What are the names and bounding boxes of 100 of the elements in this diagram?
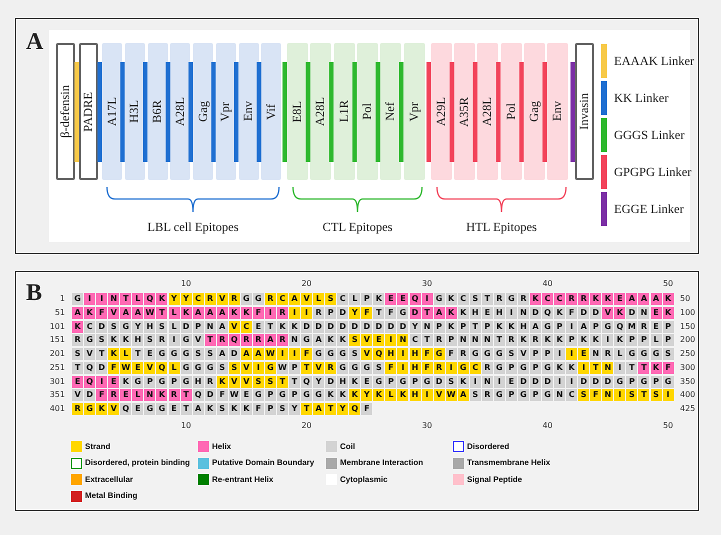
residue-tile: R: [252, 334, 264, 346]
residue-tile: V: [361, 334, 372, 346]
residue-tile: A: [252, 348, 264, 360]
residue-tile: A: [264, 334, 276, 346]
residue-tile: P: [530, 348, 541, 360]
residue-tile: A: [626, 293, 638, 305]
residue-tile: F: [252, 403, 264, 415]
residue-tile: E: [373, 334, 384, 346]
residue-tile: G: [252, 293, 264, 305]
residue-tile: K: [325, 334, 336, 346]
residue-tile: Q: [120, 403, 132, 415]
residue-tile: S: [144, 334, 156, 346]
residue-tile: K: [590, 334, 602, 346]
residue-tile: P: [144, 376, 156, 388]
residue-number: 350: [680, 376, 696, 386]
epitope-label: Pol: [360, 103, 375, 120]
panel-letter: B: [26, 280, 42, 306]
residue-tile: Q: [144, 293, 156, 305]
residue-tile: G: [301, 334, 312, 346]
residue-tile: D: [96, 320, 108, 332]
residue-tile: S: [506, 348, 517, 360]
residue-tile: I: [397, 348, 408, 360]
residue-tile: D: [530, 376, 541, 388]
residue-tile: S: [626, 389, 638, 402]
protein-label: Invasin: [577, 93, 592, 130]
residue-tile: T: [120, 293, 132, 305]
residue-tile: R: [458, 348, 469, 360]
residue-tile: A: [530, 320, 541, 332]
residue-tile: Q: [410, 293, 420, 305]
residue-tile: G: [470, 348, 481, 360]
residue-tile: V: [108, 306, 120, 319]
residue-tile: C: [410, 334, 420, 346]
residue-tile: K: [518, 334, 529, 346]
epitope-box: [477, 43, 498, 180]
epitope-label: Env: [550, 101, 565, 122]
residue-tile: R: [313, 306, 324, 319]
epitope-label: A28L: [313, 96, 328, 126]
residue-tile: G: [373, 376, 384, 388]
residue-tile: R: [276, 334, 288, 346]
residue-tile: D: [325, 376, 336, 388]
epitope-box: [238, 43, 258, 180]
residue-tile: A: [578, 320, 590, 332]
residue-number: 151: [50, 335, 65, 346]
residue-tile: S: [650, 389, 662, 402]
residue-tile: P: [264, 389, 276, 402]
position-tick-label: 20: [301, 279, 312, 289]
residue-tile: T: [301, 362, 312, 374]
residue-tile: D: [325, 320, 336, 332]
epitope-box: [170, 43, 190, 180]
residue-tile: D: [397, 320, 408, 332]
residue-tile: R: [72, 334, 84, 346]
residue-tile: D: [313, 320, 324, 332]
residue-tile: N: [602, 362, 614, 374]
epitope-label: L1R: [336, 100, 352, 123]
residue-tile: A: [132, 306, 144, 319]
residue-tile: D: [337, 320, 348, 332]
residue-tile: G: [542, 389, 554, 402]
residue-tile: L: [132, 389, 144, 402]
residue-tile: D: [84, 389, 96, 402]
residue-tile: N: [458, 334, 469, 346]
residue-tile: W: [120, 362, 132, 374]
residue-tile: A: [638, 293, 650, 305]
legend-label: Signal Peptide: [467, 474, 522, 484]
group-label: CTL Epitopes: [322, 219, 392, 235]
residue-tile: P: [638, 334, 650, 346]
residue-tile: G: [638, 348, 650, 360]
epitope-label: Gag: [196, 101, 210, 122]
residue-tile: G: [337, 362, 348, 374]
epitope-label: E8L: [290, 100, 305, 122]
residue-tile: G: [434, 348, 445, 360]
residue-tile: K: [72, 320, 84, 332]
residue-tile: E: [614, 293, 626, 305]
residue-tile: P: [554, 320, 566, 332]
protein-box: [575, 43, 594, 180]
residue-tile: R: [72, 403, 84, 415]
residue-tile: A: [650, 293, 662, 305]
residue-tile: T: [325, 403, 336, 415]
residue-tile: N: [482, 334, 493, 346]
epitope-box: [148, 43, 168, 180]
epitope-box: [547, 43, 568, 180]
residue-tile: P: [325, 306, 336, 319]
residue-tile: K: [108, 334, 120, 346]
residue-tile: T: [373, 306, 384, 319]
residue-tile: V: [301, 293, 312, 305]
epitope-label: Pol: [504, 103, 519, 120]
legend-label: GGGS Linker: [614, 127, 684, 143]
residue-tile: N: [638, 306, 650, 319]
residue-tile: K: [96, 403, 108, 415]
residue-tile: I: [84, 293, 96, 305]
residue-tile: S: [96, 334, 108, 346]
residue-tile: N: [144, 389, 156, 402]
residue-tile: Q: [192, 389, 204, 402]
residue-tile: I: [566, 376, 578, 388]
residue-tile: R: [228, 293, 240, 305]
residue-tile: G: [397, 306, 408, 319]
residue-tile: K: [120, 334, 132, 346]
residue-tile: R: [506, 334, 517, 346]
residue-tile: A: [240, 348, 252, 360]
position-tick-label: 50: [662, 279, 674, 289]
residue-tile: D: [301, 320, 312, 332]
